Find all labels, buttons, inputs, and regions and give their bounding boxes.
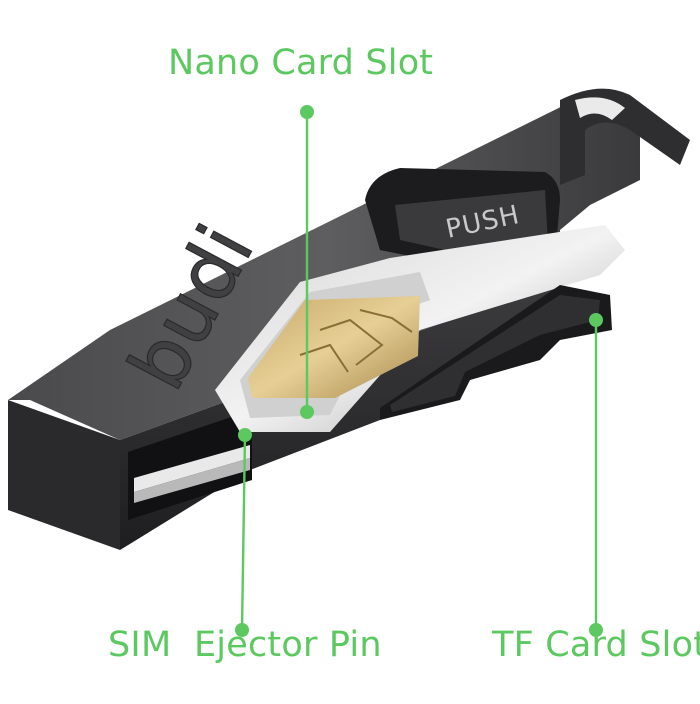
tf-leader-dot-top [589,313,603,327]
sim-leader-dot-top [238,428,252,442]
tf-card-slot-label: TF Card Slot [492,625,700,665]
nano-card-slot-label: Nano Card Slot [168,43,434,83]
sim-ejector-pin [134,445,250,492]
nano-sim-chip [248,296,420,398]
sim-leader-line [240,434,247,631]
reader-body [8,88,690,550]
nano-leader-dot-bottom [300,405,314,419]
tf-leader-dot-bottom [589,623,603,637]
nano-leader-dot-top [300,105,314,119]
sim-ejector-pin-label: SIM Ejector Pin [108,625,382,665]
nano-sim-tray [215,225,625,432]
callout-leaders [235,105,603,637]
sim-leader-dot-bottom [235,623,249,637]
tf-card-slot [380,285,612,420]
